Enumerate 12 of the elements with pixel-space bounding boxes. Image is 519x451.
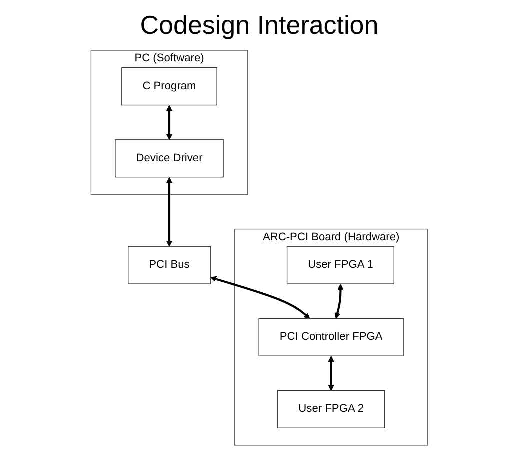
process-box: Device Driver [115, 140, 224, 178]
process-box: PCI Bus [128, 246, 211, 284]
arrow [166, 177, 173, 247]
process-box: User FPGA 1 [286, 246, 394, 284]
process-box: C Program [122, 68, 218, 106]
arrow [334, 284, 344, 319]
arrow [166, 105, 173, 140]
process-box: User FPGA 2 [278, 390, 386, 428]
arrow [328, 356, 334, 391]
arrow [210, 276, 310, 319]
process-box: PCI Controller FPGA [258, 318, 404, 356]
diagram-title: Codesign Interaction [140, 10, 379, 41]
